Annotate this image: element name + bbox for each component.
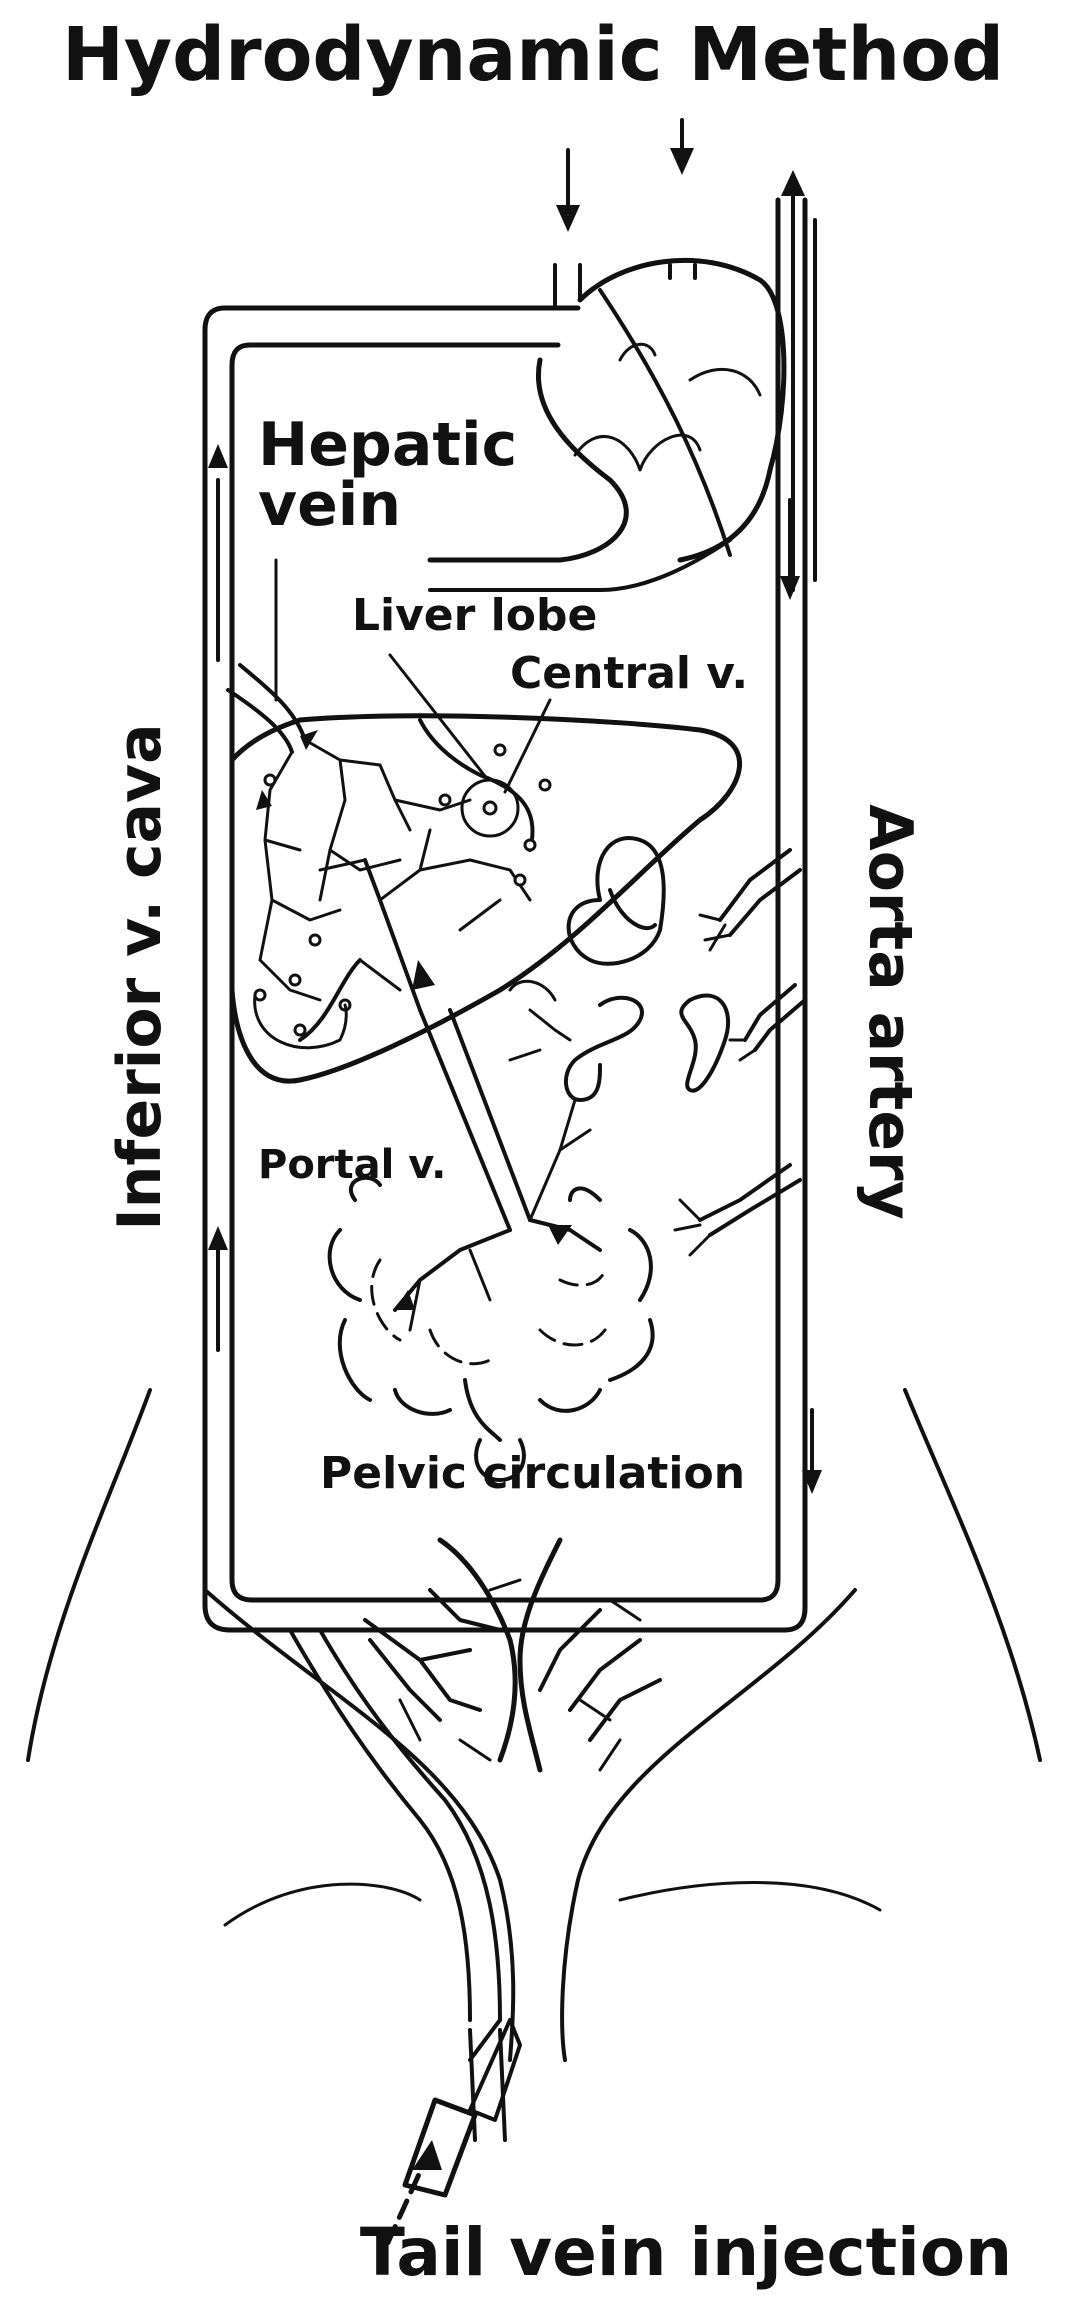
aorta-arrows — [780, 498, 822, 1494]
heart — [427, 257, 787, 592]
syringe — [377, 2018, 522, 2263]
pelvic-circulation-label: Pelvic circulation — [320, 1448, 745, 1499]
liver-lobe-label: Liver lobe — [352, 590, 597, 641]
label-pointers — [274, 558, 552, 794]
top-arrows — [556, 118, 817, 592]
central-vein-label: Central v. — [510, 648, 748, 699]
inferior-vena-cava-label: Inferior v. cava — [105, 723, 175, 1230]
circulation-loop — [202, 197, 808, 1633]
diagram-title: Hydrodynamic Method — [62, 12, 1004, 98]
ivc-arrows — [208, 444, 228, 1352]
hepatic-vein-label-line2: vein — [258, 470, 401, 540]
aorta-artery-label: Aorta artery — [855, 804, 925, 1219]
portal-vein-label: Portal v. — [258, 1142, 446, 1188]
body-outline — [26, 1388, 1042, 2062]
intestines — [327, 960, 655, 1482]
abdominal-organs — [508, 836, 807, 1257]
liver — [226, 663, 743, 1084]
pelvic-network — [288, 1537, 662, 2062]
tail-vein-injection-label: Tail vein injection — [360, 2214, 1012, 2291]
hepatic-vein-label-line1: Hepatic — [258, 410, 517, 480]
